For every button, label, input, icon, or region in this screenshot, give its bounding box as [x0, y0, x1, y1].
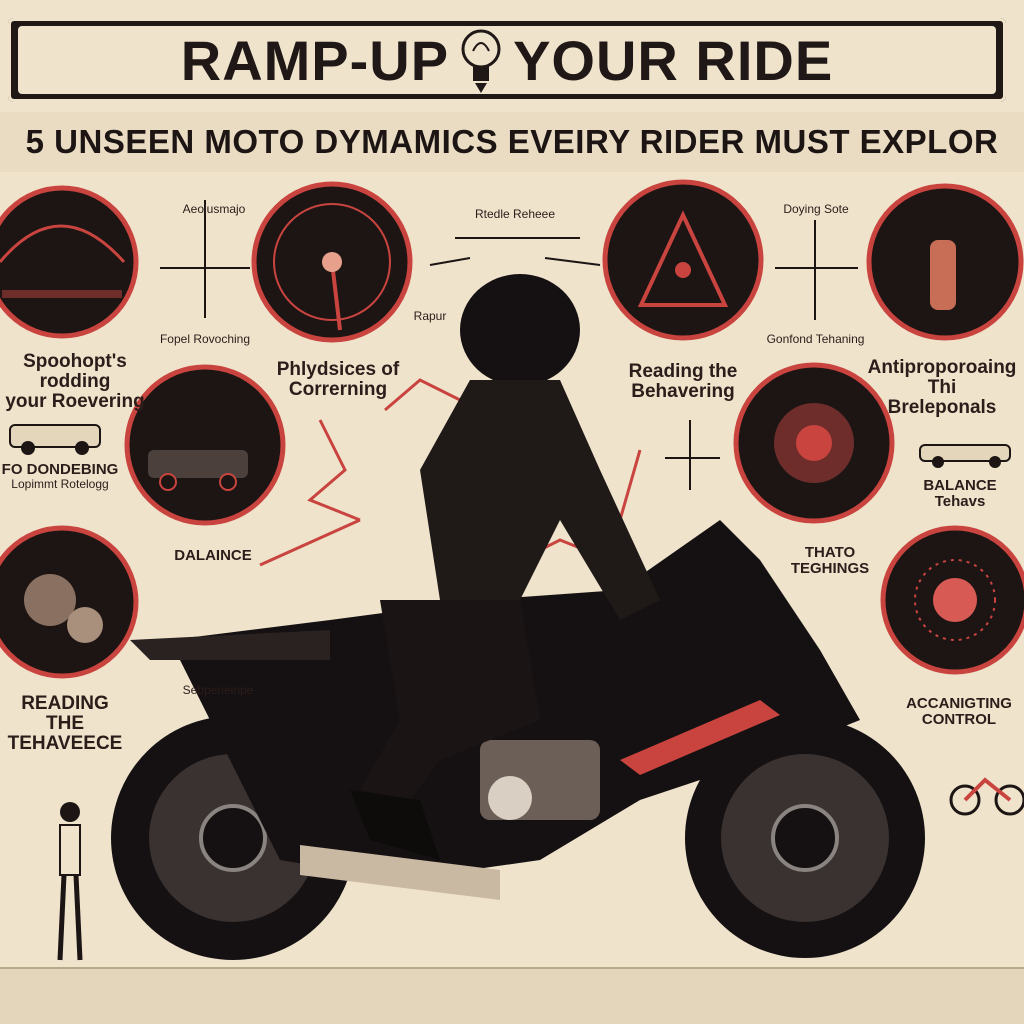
car-circle-left — [124, 364, 286, 526]
spark-circle-right — [880, 525, 1024, 675]
label-spoohopt-top: Spoohopt's rodding — [23, 351, 127, 392]
car-illustration-right — [919, 444, 1011, 468]
hand-gauge-circle-top-right — [866, 183, 1024, 341]
label-physics-bottom: Correrning — [288, 378, 388, 400]
label-thato-bottom: TEGHINGS — [790, 559, 870, 577]
label-spoohopt-bottom: your Roevering — [5, 390, 145, 412]
label-reading-the-bottom: TEHAVEECE — [7, 732, 123, 754]
title-banner: RAMP-UP YOUR RIDE — [8, 18, 1006, 102]
label-fo-dondebing-bottom: Lopimmt Rotelogg — [11, 476, 109, 491]
lightbulb-icon — [461, 29, 501, 93]
label-spoohopt: Spoohopt's rodding your Roevering — [0, 352, 150, 412]
label-accanigting-bottom: CONTROL — [921, 710, 997, 728]
gears-circle-left — [0, 525, 139, 679]
warning-circle-top-3 — [602, 179, 764, 341]
axis-label-doying: Doying Sote — [783, 202, 849, 216]
label-accanigting-control: ACCANIGTING CONTROL — [894, 696, 1024, 728]
label-antiproporoaing: Antiproporoaing Thi Breleponals — [860, 358, 1024, 418]
motorbike-illustration-right — [949, 777, 1024, 816]
axis-label-fopel: Fopel Rovoching — [159, 332, 251, 346]
car-illustration-left — [9, 424, 101, 455]
axis-label-sebpeneinpe: Sebpeneinpe — [182, 683, 254, 697]
axis-label-gonfond: Gonfond Tehaning — [766, 332, 865, 346]
label-reading-behavering-bottom: Behavering — [631, 380, 735, 402]
label-balance-top: BALANCE — [923, 477, 997, 494]
label-antiproporoaing-bottom: Breleponals — [887, 396, 997, 418]
label-reading-behavering-top: Reading the — [628, 361, 738, 382]
label-reading-the-behavering: Reading the Behavering — [618, 362, 748, 402]
label-fo-dondebing-top: FO DONDEBING — [1, 461, 119, 478]
axis-label-rtedle: Rtedle Reheee — [474, 207, 556, 221]
label-antiproporoaing-top: Antiproporoaing Thi — [867, 357, 1017, 398]
subtitle: 5 UNSEEN MOTO DYMAMICS EVEIRY RIDER MUST… — [0, 112, 1024, 172]
label-physics-of-cornering: Phlydsices of Correrning — [268, 360, 408, 400]
label-reading-the-top: READING THE — [21, 693, 109, 734]
label-dalaince: DALAINCE — [174, 547, 252, 564]
gauge-circle-top-left — [0, 185, 139, 339]
label-accanigting-top: ACCANIGTING — [906, 695, 1012, 712]
label-reading-the-tehaveece: READING THE TEHAVEECE — [0, 694, 130, 754]
axis-diagram-4 — [665, 420, 720, 490]
label-fo-dondebing: FO DONDEBING Lopimmt Rotelogg — [0, 462, 120, 490]
axis-diagram-3 — [775, 220, 858, 320]
person-illustration — [57, 802, 83, 961]
label-thato-teghings: THATO TEGHINGS — [775, 545, 885, 577]
title-right: YOUR RIDE — [513, 28, 834, 92]
label-balance-bottom: Tehavs — [934, 492, 986, 510]
gauge-circle-right — [733, 362, 895, 524]
axis-label-aeolusmajo: Aeolusmajo — [182, 202, 246, 216]
rider — [350, 274, 660, 860]
label-thato-top: THATO — [804, 544, 856, 561]
axis-diagram-2 — [429, 237, 601, 266]
label-physics-top: Phlydsices of — [276, 359, 400, 380]
title-left: RAMP-UP — [180, 28, 450, 92]
axis-diagram-1 — [160, 200, 250, 318]
axis-label-rapur: Rapur — [413, 309, 447, 323]
gauge-circle-top-2 — [251, 181, 413, 343]
label-balance-tehavs: BALANCE Tehavs — [905, 478, 1015, 510]
